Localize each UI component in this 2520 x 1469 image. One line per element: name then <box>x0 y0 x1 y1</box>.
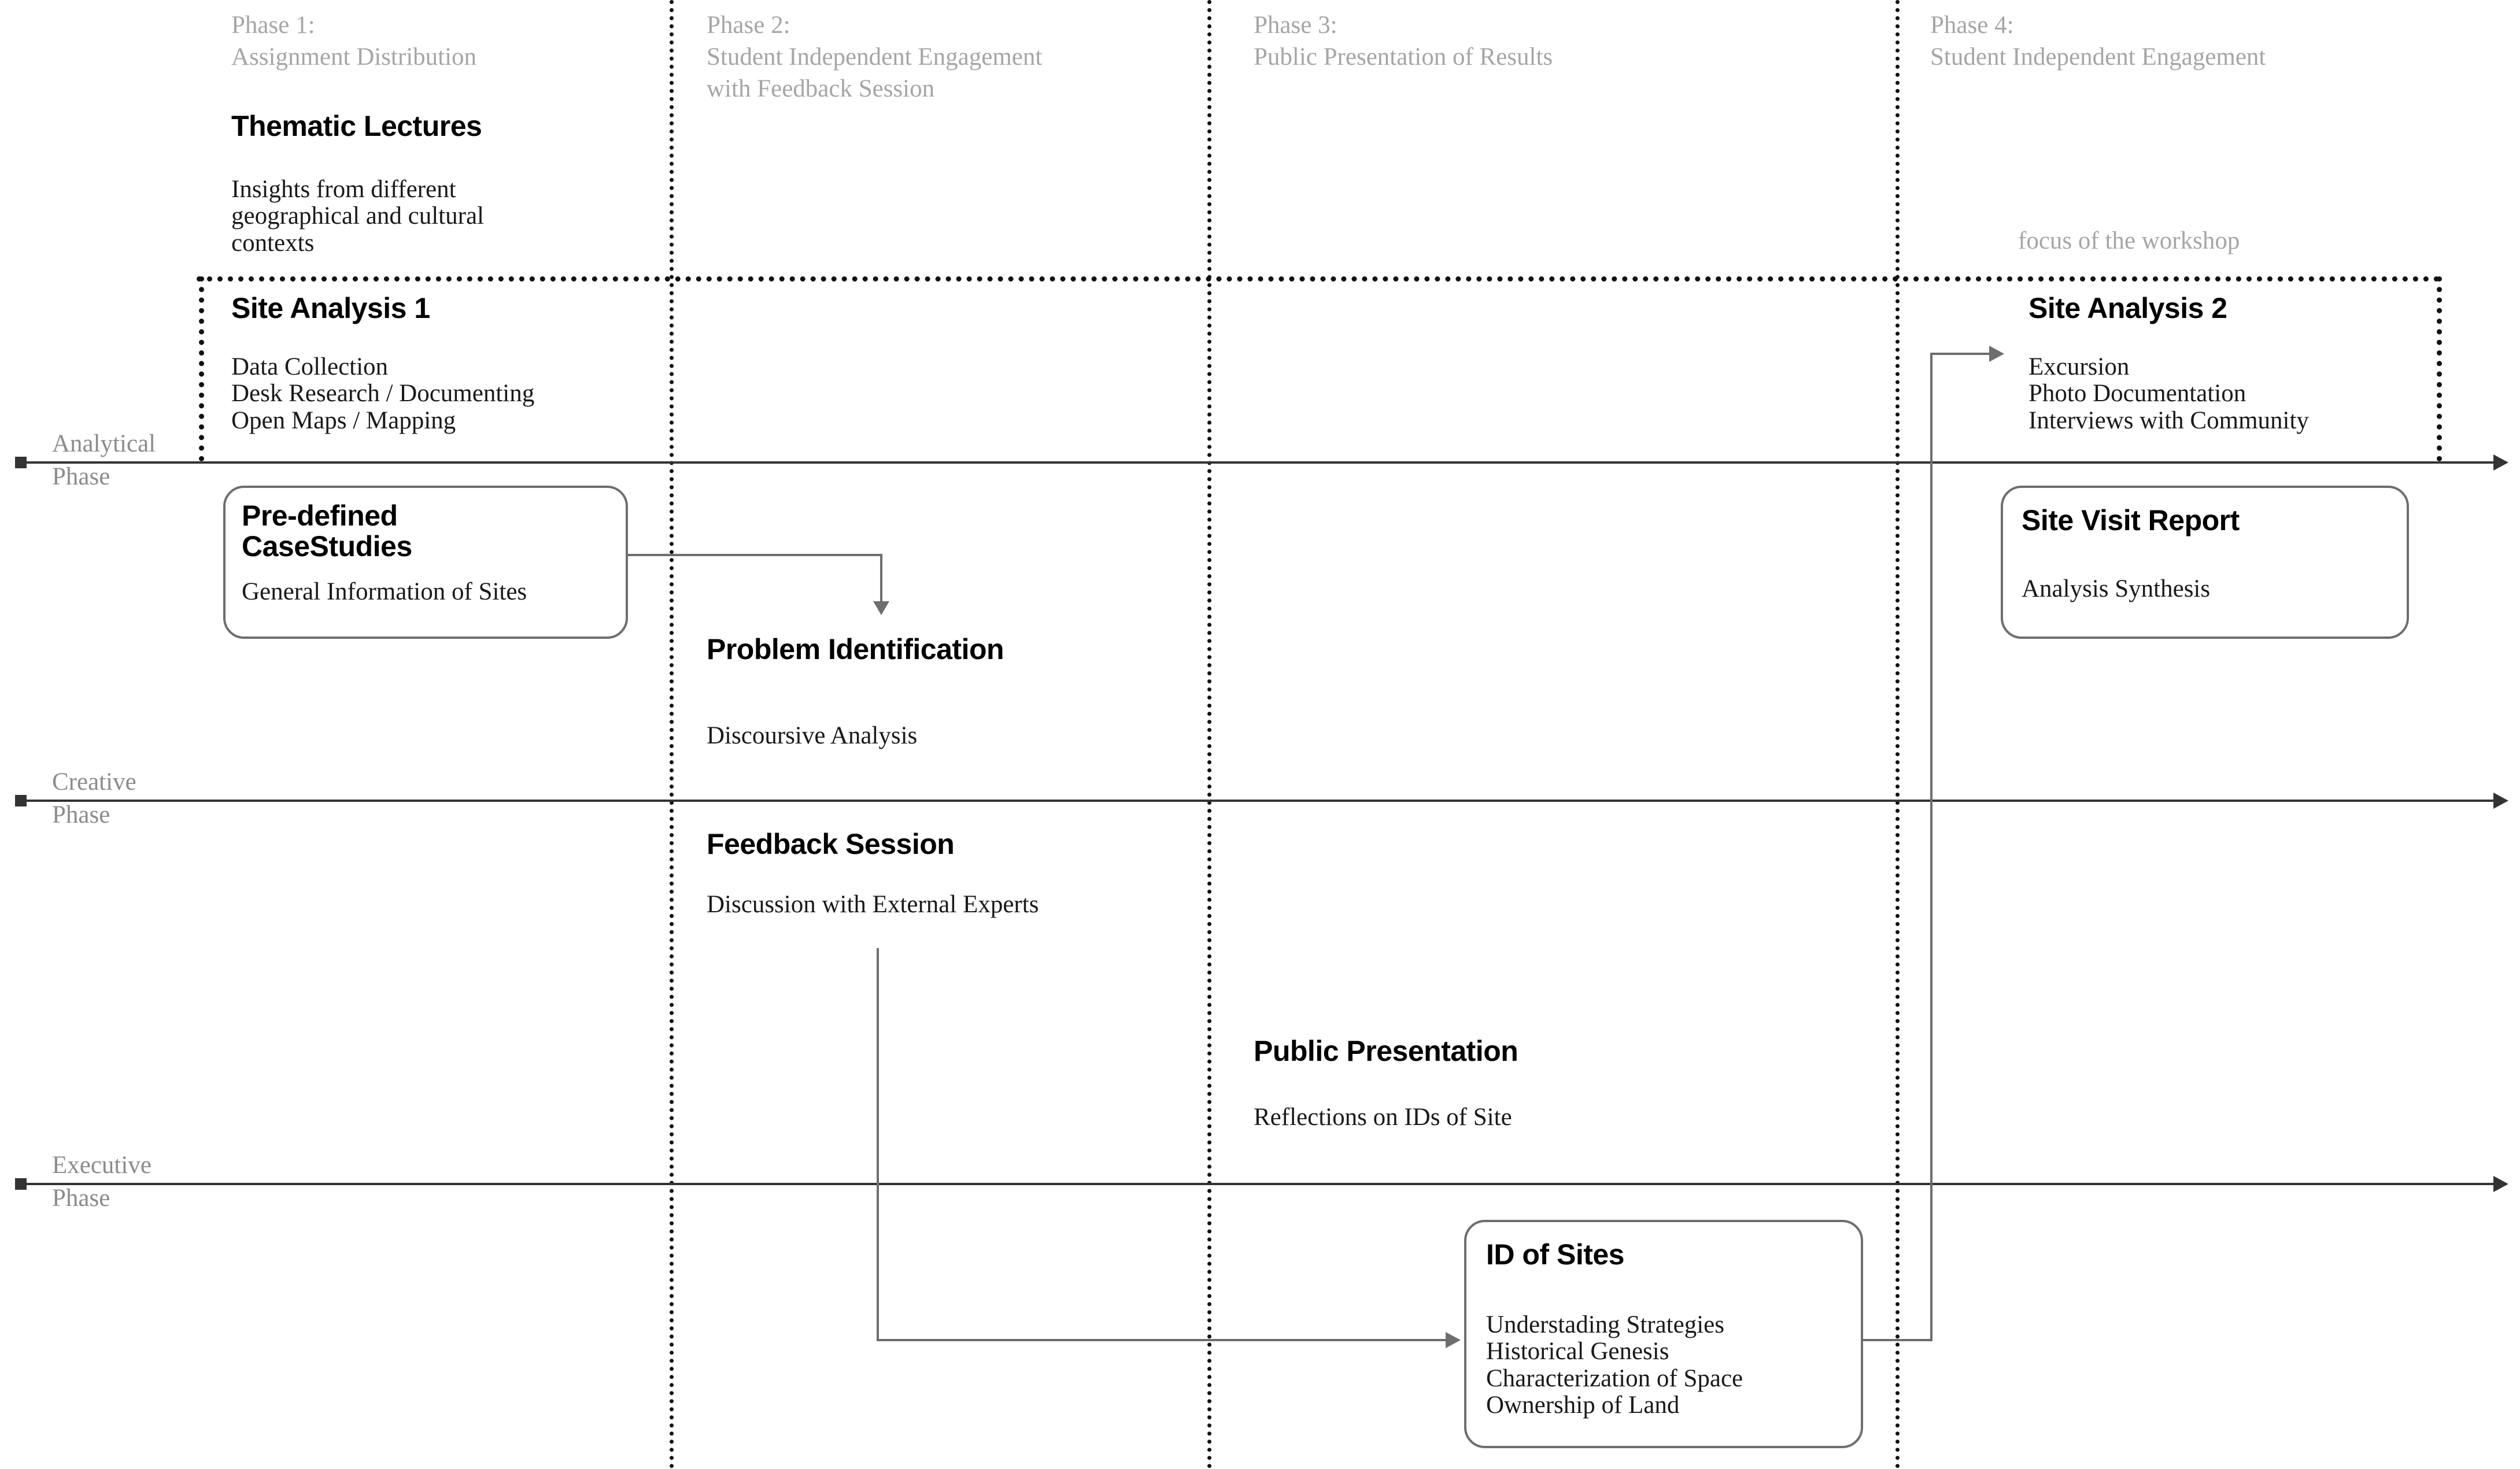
axis-creative <box>17 800 2497 802</box>
card-case-studies: Pre-defined CaseStudies General Informat… <box>223 486 628 639</box>
block-public-presentation-title: Public Presentation <box>1254 1035 1518 1067</box>
phase-header-2: Phase 2: Student Independent Engagement … <box>707 12 1043 103</box>
axis-executive-arrow-icon <box>2493 1176 2508 1192</box>
axis-analytical <box>17 461 2497 464</box>
block-site-analysis-2-body: Excursion Photo Documentation Interviews… <box>2028 353 2309 434</box>
axis-creative-start-marker <box>15 795 27 806</box>
card-id-of-sites-title: ID of Sites <box>1486 1238 1624 1271</box>
axis-executive <box>17 1183 2497 1185</box>
card-case-studies-title: Pre-defined CaseStudies <box>242 499 412 563</box>
block-thematic-lectures-body: Insights from different geographical and… <box>231 176 484 257</box>
block-site-analysis-1-title: Site Analysis 1 <box>231 292 430 324</box>
card-id-of-sites-body: Understading Strategies Historical Genes… <box>1486 1311 1743 1419</box>
card-site-visit-report-title: Site Visit Report <box>2022 504 2240 536</box>
block-site-analysis-2-title: Site Analysis 2 <box>2028 292 2227 324</box>
phase-header-4: Phase 4: Student Independent Engagement <box>1930 12 2266 71</box>
connector-casestudies-to-problem <box>628 554 882 601</box>
block-problem-identification-body: Discoursive Analysis <box>707 722 918 749</box>
block-feedback-session-body: Discussion with External Experts <box>707 891 1039 918</box>
focus-band-right-border <box>2437 276 2442 461</box>
focus-note: focus of the workshop <box>2018 227 2240 254</box>
focus-band-top-border <box>197 276 2440 282</box>
connector-idofsites-to-siteanalysis2-arrow-icon <box>1989 346 2004 362</box>
connector-feedback-to-idofsites-arrow-icon <box>1446 1332 1461 1348</box>
focus-band-left-border <box>199 276 204 461</box>
connector-feedback-to-idofsites <box>877 948 1446 1341</box>
axis-label-creative: Creative Phase <box>52 768 136 828</box>
phase-header-3: Phase 3: Public Presentation of Results <box>1254 12 1553 71</box>
axis-analytical-arrow-icon <box>2493 454 2508 471</box>
block-problem-identification-title: Problem Identification <box>707 633 1004 665</box>
axis-creative-arrow-icon <box>2493 793 2508 809</box>
card-site-visit-report-body: Analysis Synthesis <box>2022 575 2211 602</box>
block-public-presentation-body: Reflections on IDs of Site <box>1254 1104 1512 1131</box>
card-id-of-sites: ID of Sites Understading Strategies Hist… <box>1464 1220 1863 1448</box>
axis-label-analytical: Analytical Phase <box>52 430 156 490</box>
card-site-visit-report: Site Visit Report Analysis Synthesis <box>2001 486 2409 639</box>
phase-header-1: Phase 1: Assignment Distribution <box>231 12 477 71</box>
block-site-analysis-1-body: Data Collection Desk Research / Document… <box>231 353 535 434</box>
connector-casestudies-to-problem-arrow-icon <box>873 601 889 615</box>
axis-label-executive: Executive Phase <box>52 1152 152 1212</box>
connector-idofsites-to-siteanalysis2 <box>1863 353 1989 1341</box>
axis-analytical-start-marker <box>15 457 27 468</box>
phase-divider-3 <box>1207 0 1211 1469</box>
axis-executive-start-marker <box>15 1178 27 1190</box>
phase-divider-2 <box>670 0 674 1469</box>
phase-divider-4 <box>1895 0 1900 1469</box>
card-case-studies-body: General Information of Sites <box>242 578 527 605</box>
block-feedback-session-title: Feedback Session <box>707 828 955 860</box>
block-thematic-lectures-title: Thematic Lectures <box>231 110 482 142</box>
